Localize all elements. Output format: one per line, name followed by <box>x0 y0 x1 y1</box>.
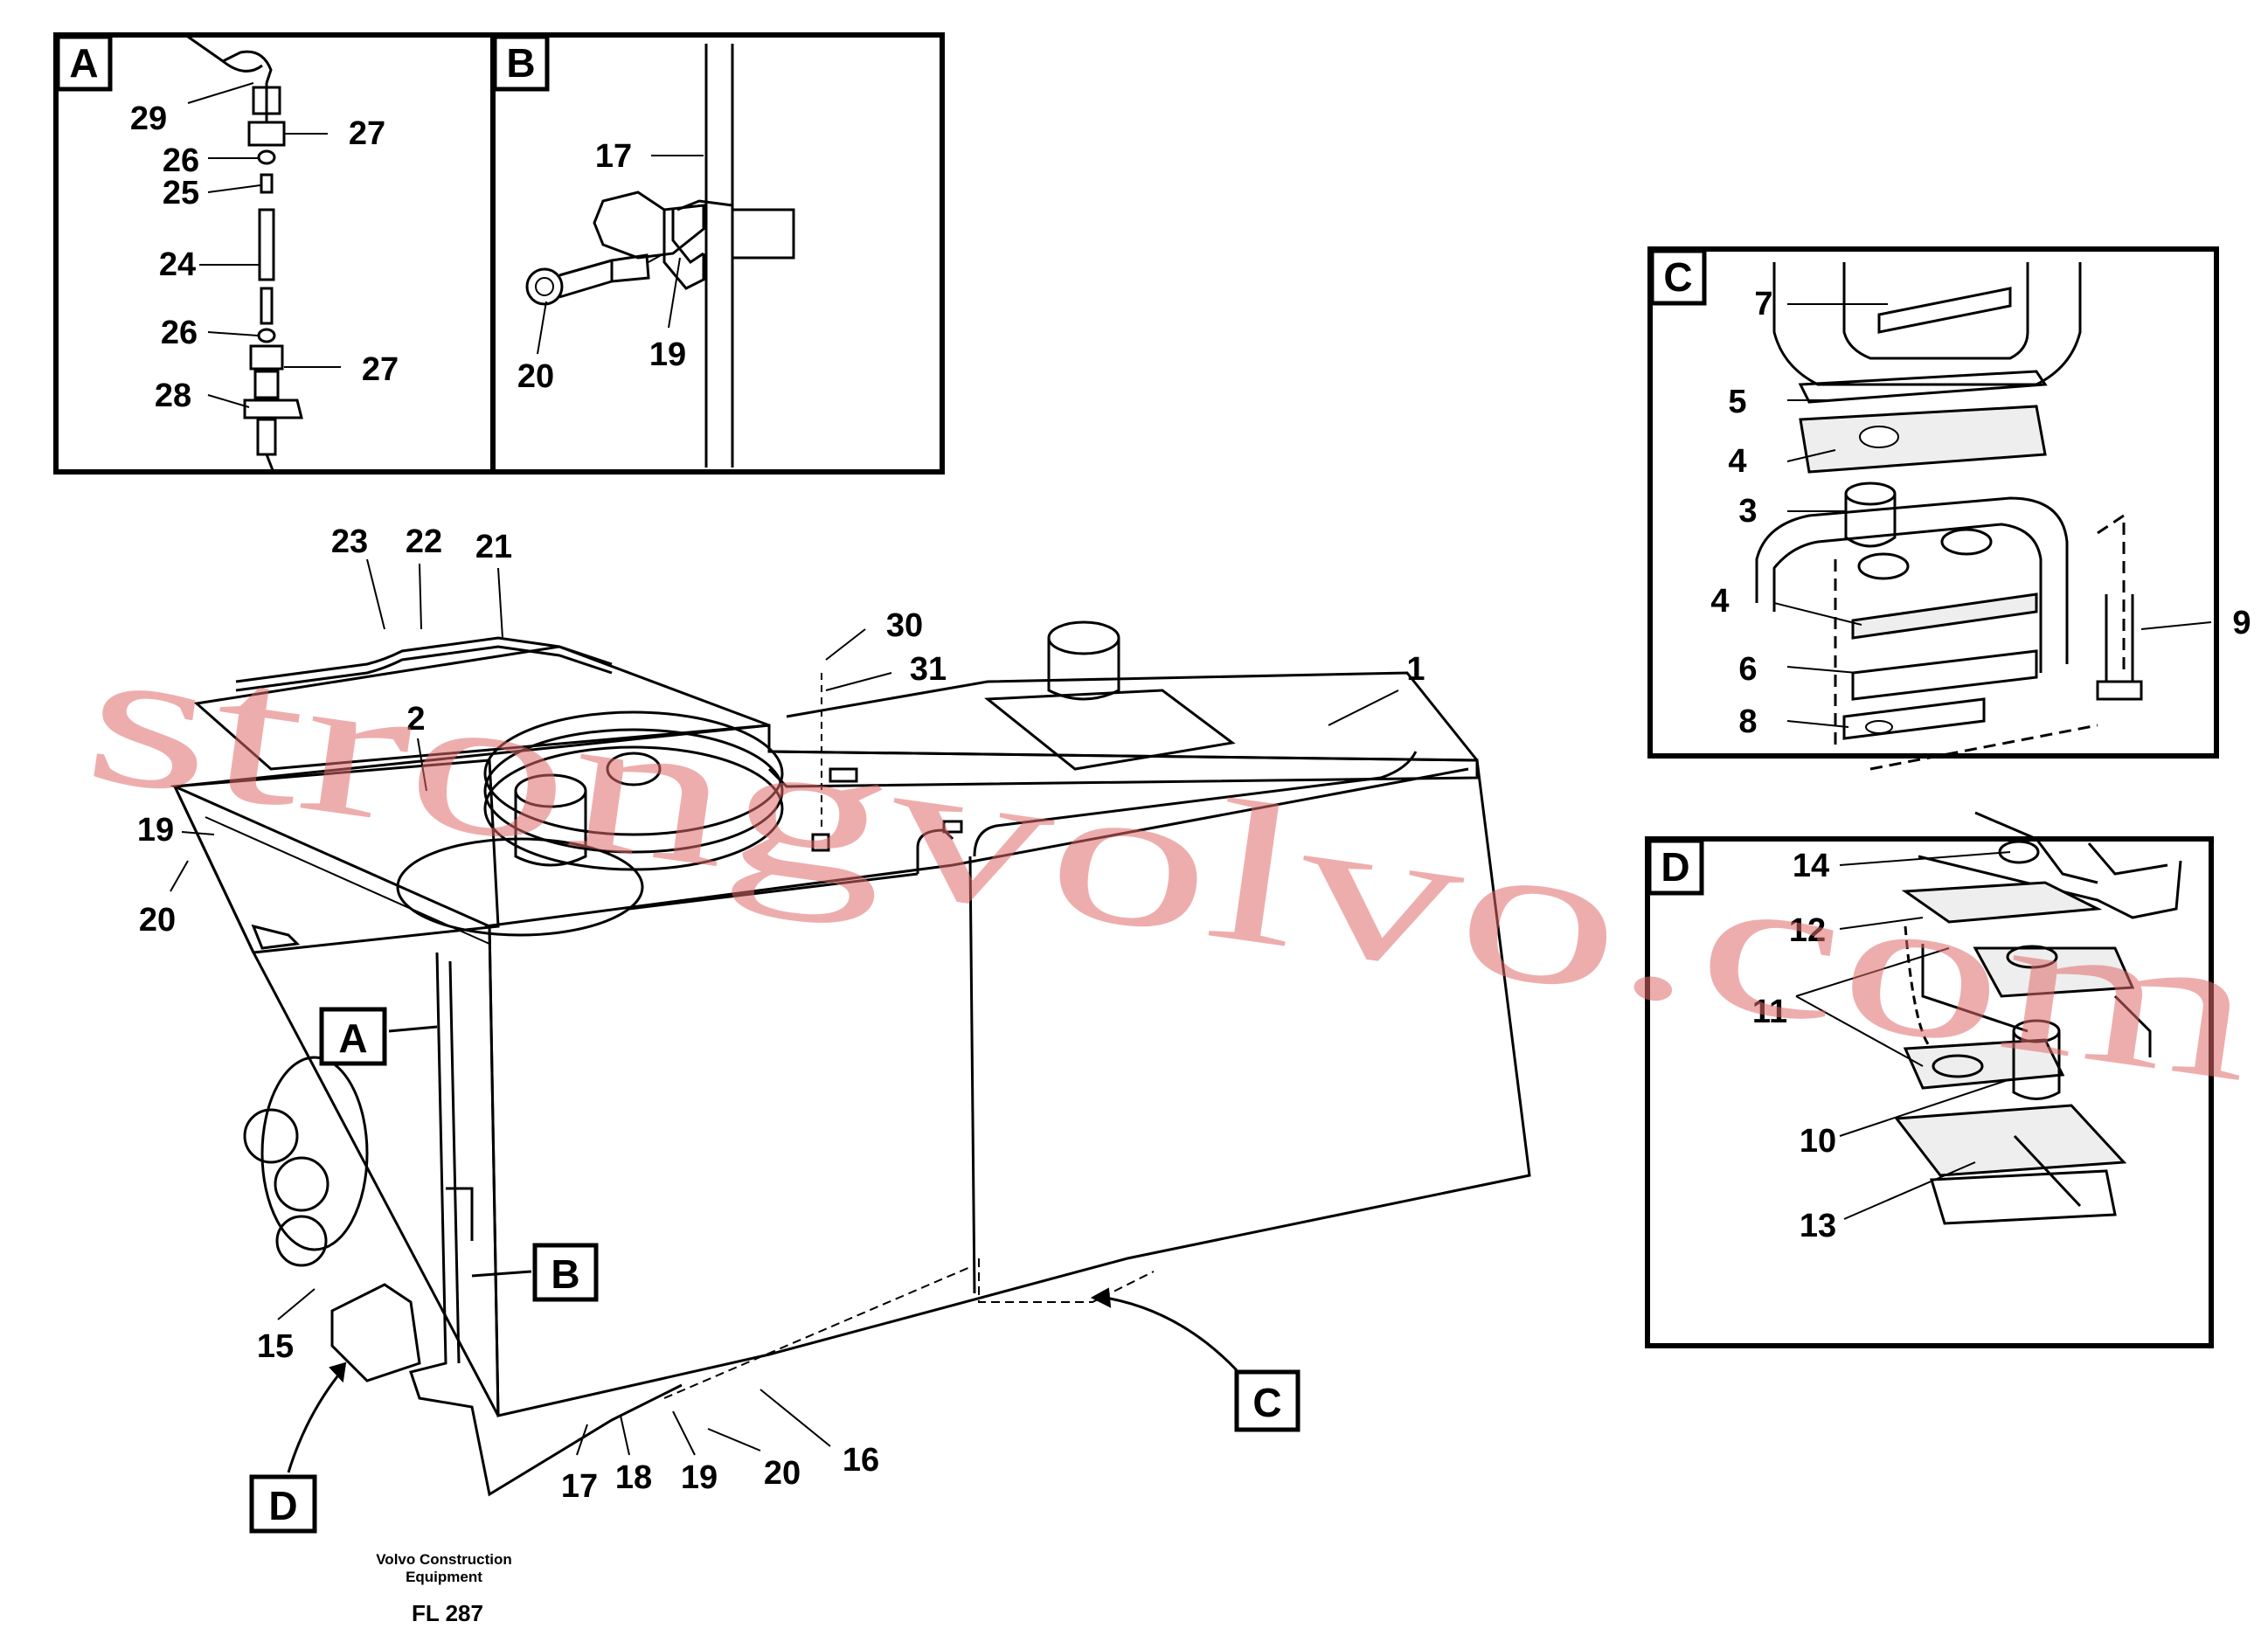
figure-code: FL 287 <box>412 1600 483 1626</box>
callout-number: 18 <box>615 1459 652 1496</box>
callout-number: 14 <box>1793 848 1829 884</box>
callout-number: 28 <box>155 378 191 414</box>
view-callout-a: A <box>319 1007 387 1066</box>
view-callout-c: C <box>1234 1369 1300 1432</box>
callout-number: 20 <box>517 358 554 395</box>
callout-number: 27 <box>349 115 385 152</box>
callout-number: 6 <box>1738 651 1757 688</box>
callout-number: 10 <box>1800 1123 1836 1160</box>
callout-number: 8 <box>1738 703 1757 740</box>
callout-number: 26 <box>161 315 198 351</box>
callout-number: 25 <box>163 175 199 211</box>
detail-panel-d: D 14 12 11 10 13 <box>1645 811 2214 1348</box>
callout-number: 19 <box>681 1459 718 1496</box>
callout-number: 30 <box>886 607 923 644</box>
svg-text:A: A <box>338 1015 367 1061</box>
callout-number: 15 <box>257 1328 294 1365</box>
callout-number: 19 <box>137 812 174 849</box>
footer-brand: Volvo Construction <box>376 1551 512 1568</box>
callout-number: 1 <box>1406 651 1425 688</box>
callout-number: 31 <box>910 651 947 688</box>
callout-number: 27 <box>362 351 399 388</box>
view-callout-b: B <box>532 1243 599 1302</box>
callout-number: 20 <box>139 902 176 939</box>
tank-assembly: 23 22 21 30 31 1 2 19 20 15 17 18 19 20 … <box>137 523 1531 1505</box>
callout-number: 4 <box>1710 583 1729 620</box>
callout-number: 12 <box>1789 912 1826 949</box>
callout-number: 24 <box>159 246 196 283</box>
svg-text:C: C <box>1252 1380 1281 1425</box>
callout-number: 16 <box>843 1442 879 1479</box>
callout-number: 17 <box>561 1468 598 1505</box>
callout-number: 29 <box>130 100 167 137</box>
detail-panel-b: B 17 20 19 <box>490 32 945 475</box>
callout-number: 11 <box>1752 994 1787 1030</box>
callout-number: 19 <box>649 336 686 373</box>
detail-panel-c: C <box>1647 246 2251 771</box>
svg-text:B: B <box>551 1251 579 1297</box>
callout-number: 5 <box>1728 384 1746 420</box>
svg-text:D: D <box>268 1483 297 1528</box>
callout-number: 2 <box>406 701 425 738</box>
callout-number: 9 <box>2232 605 2251 641</box>
view-callout-d: D <box>249 1474 317 1534</box>
footer-brand-2: Equipment <box>406 1569 482 1585</box>
callout-number: 26 <box>163 142 199 179</box>
callout-number: 13 <box>1800 1208 1836 1244</box>
callout-number: 21 <box>475 529 512 565</box>
callout-number: 23 <box>331 523 368 560</box>
callout-number: 4 <box>1728 443 1746 480</box>
callout-number: 17 <box>595 138 632 175</box>
detail-panel-a: A 29 27 26 25 24 26 27 28 <box>53 32 496 475</box>
callout-number: 3 <box>1738 493 1757 530</box>
panel-c-tag: C <box>1663 254 1692 300</box>
callout-number: 20 <box>764 1455 801 1492</box>
panel-d-tag: D <box>1661 844 1689 890</box>
panel-a-tag: A <box>69 40 98 86</box>
callout-number: 22 <box>406 523 442 560</box>
callout-number: 7 <box>1754 286 1772 322</box>
panel-b-tag: B <box>506 40 535 86</box>
